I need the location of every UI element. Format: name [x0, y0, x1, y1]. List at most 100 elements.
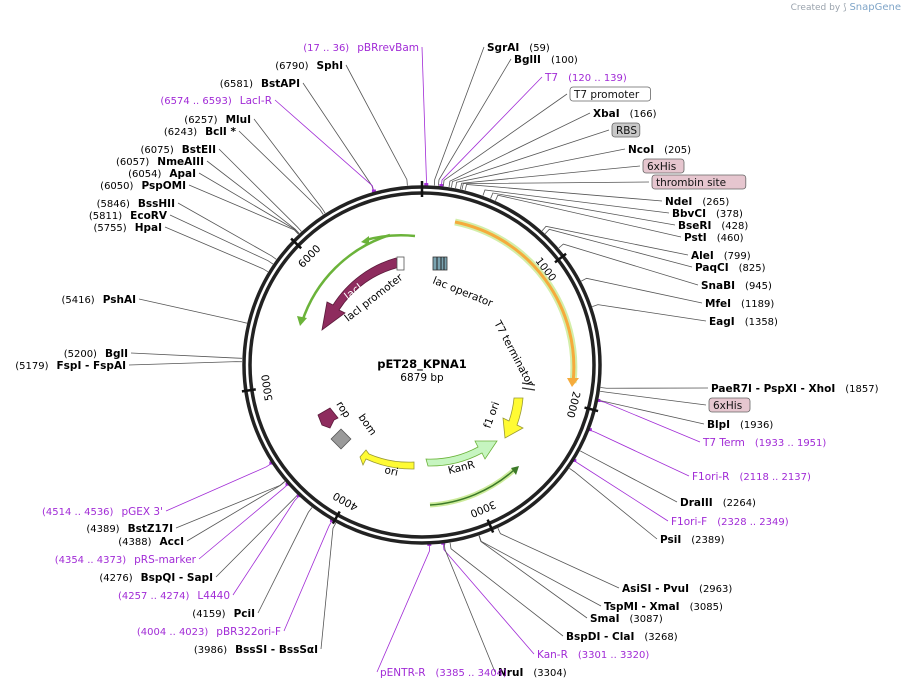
leader-line	[451, 129, 610, 188]
leader-line	[592, 304, 707, 322]
site-label[interactable]: BlpI(1936)	[707, 419, 773, 431]
site-position: (265)	[702, 197, 729, 208]
site-label[interactable]: pBRrevBam(17 .. 36)	[303, 42, 419, 54]
site-label[interactable]: PciI(4159)	[192, 608, 255, 620]
lac-operator-label: lac operator	[431, 275, 495, 310]
site-label[interactable]: LacI-R(6574 .. 6593)	[160, 95, 272, 107]
site-position: (3085)	[690, 602, 723, 613]
site-position: (6257)	[184, 115, 217, 126]
site-label[interactable]: AleI(799)	[691, 250, 751, 262]
site-label[interactable]: L4440(4257 .. 4274)	[118, 590, 230, 602]
site-label[interactable]: BclI *(6243)	[164, 126, 237, 138]
site-label[interactable]: EagI(1358)	[709, 316, 778, 328]
site-name: NcoI	[628, 144, 654, 156]
site-label[interactable]: BseRI(428)	[678, 220, 748, 232]
site-name: PaqCI	[695, 262, 729, 274]
site-label[interactable]: EcoRV(5811)	[89, 210, 168, 222]
site-label[interactable]: pBR322ori-F(4004 .. 4023)	[137, 626, 281, 638]
tick-mark	[331, 510, 341, 525]
ori-arrow[interactable]	[359, 449, 415, 470]
kanR-leader-core	[429, 469, 515, 506]
site-label[interactable]: FspI - FspAI(5179)	[15, 360, 126, 372]
site-label[interactable]: SgrAI(59)	[487, 42, 550, 54]
site-label[interactable]: PspOMI(6050)	[100, 180, 186, 192]
site-label[interactable]: SmaI(3087)	[590, 613, 663, 625]
site-label[interactable]: PsiI(2389)	[660, 534, 725, 546]
site-name: F1ori-R	[692, 471, 729, 483]
site-name: AleI	[691, 250, 714, 262]
rop-arrow[interactable]	[317, 407, 339, 429]
site-label[interactable]: DraIII(2264)	[680, 497, 756, 509]
site-position: (120 .. 139)	[568, 73, 627, 84]
site-name: EcoRV	[130, 210, 168, 222]
site-label[interactable]: XbaI(166)	[593, 108, 657, 120]
f1-ori-arrow[interactable]	[502, 397, 524, 439]
site-label[interactable]: BstEII(6075)	[140, 144, 216, 156]
tick-mark	[290, 237, 303, 250]
site-label[interactable]: AsiSI - PvuI(2963)	[622, 583, 732, 595]
site-label[interactable]: T7 Term(1933 .. 1951)	[702, 437, 826, 449]
site-label[interactable]: ApaI(6054)	[128, 168, 196, 180]
site-label[interactable]: RBS	[611, 122, 641, 138]
site-label[interactable]: BglI(5200)	[64, 348, 128, 360]
site-label[interactable]: BstZ17I(4389)	[86, 523, 173, 535]
site-name: L4440	[197, 590, 230, 602]
site-label[interactable]: F1ori-F(2328 .. 2349)	[671, 516, 789, 528]
site-label[interactable]: MfeI(1189)	[705, 298, 774, 310]
site-label[interactable]: PaqCI (825)	[695, 262, 766, 274]
site-label[interactable]: pENTR-R(3385 .. 3404)	[380, 667, 507, 679]
site-label[interactable]: BssSI - BssSαI(3986)	[194, 644, 318, 656]
feature-box	[651, 174, 747, 190]
site-label[interactable]: BglII(100)	[514, 54, 578, 66]
site-label[interactable]: 6xHis	[642, 158, 685, 174]
site-position: (378)	[716, 209, 743, 220]
leader-line	[574, 460, 669, 522]
feature-box	[708, 397, 751, 413]
site-label[interactable]: Kan-R(3301 .. 3320)	[537, 649, 649, 661]
site-position: (825)	[739, 263, 766, 274]
feature-box	[642, 158, 685, 174]
site-label[interactable]: T7 promoter	[569, 86, 651, 102]
site-label[interactable]: HpaI(5755)	[93, 222, 162, 234]
site-label[interactable]: F1ori-R(2118 .. 2137)	[692, 471, 811, 483]
site-label[interactable]: pRS-marker(4354 .. 4373)	[55, 554, 197, 566]
site-label[interactable]: BbvCI(378)	[672, 208, 743, 220]
site-label[interactable]: SnaBI(945)	[701, 280, 772, 292]
site-label[interactable]: MluI(6257)	[184, 114, 251, 126]
leader-line	[497, 528, 620, 589]
site-label[interactable]: thrombin site	[651, 174, 747, 190]
site-label[interactable]: BspQI - SapI(4276)	[99, 572, 213, 584]
site-label[interactable]: NmeAIII(6057)	[116, 156, 204, 168]
feature-arrows	[297, 218, 579, 508]
site-label[interactable]: NdeI(265)	[665, 196, 729, 208]
site-label[interactable]: NcoI(205)	[628, 144, 691, 156]
site-label[interactable]: SphI(6790)	[275, 60, 343, 72]
site-position: (3304)	[533, 668, 566, 679]
site-name: MfeI	[705, 298, 731, 310]
leader-line	[440, 76, 543, 187]
site-label[interactable]: BstAPI(6581)	[220, 78, 300, 90]
leader-line	[215, 494, 298, 578]
kanR-leader-arrowhead	[511, 466, 519, 475]
site-label[interactable]: BspDI - ClaI(3268)	[566, 631, 678, 643]
site-name: T7	[544, 72, 558, 84]
bom-box[interactable]	[330, 428, 352, 450]
site-label[interactable]: pGEX 3'(4514 .. 4536)	[42, 506, 163, 518]
kanR-arrow[interactable]	[425, 440, 498, 467]
site-label[interactable]: TspMI - XmaI(3085)	[604, 601, 723, 613]
site-label[interactable]: PaeR7I - PspXI - XhoI(1857)	[711, 383, 879, 395]
lac-operator-box[interactable]	[432, 256, 448, 271]
site-name: BspDI - ClaI	[566, 631, 634, 643]
site-label[interactable]: 6xHis	[708, 397, 751, 413]
site-label[interactable]: AccI(4388)	[118, 536, 184, 548]
site-label[interactable]: NruI(3304)	[498, 667, 567, 679]
site-position: (4389)	[86, 524, 119, 535]
site-label[interactable]: T7 (120 .. 139)	[544, 72, 627, 84]
site-label[interactable]: PstI(460)	[684, 232, 744, 244]
site-position: (6054)	[128, 169, 161, 180]
lacI-arrow[interactable]	[321, 257, 401, 331]
site-label[interactable]: PshAI(5416)	[61, 294, 136, 306]
site-name: SphI	[317, 60, 343, 72]
feature-box-label: RBS	[616, 125, 637, 137]
site-label[interactable]: BssHII(5846)	[97, 198, 175, 210]
